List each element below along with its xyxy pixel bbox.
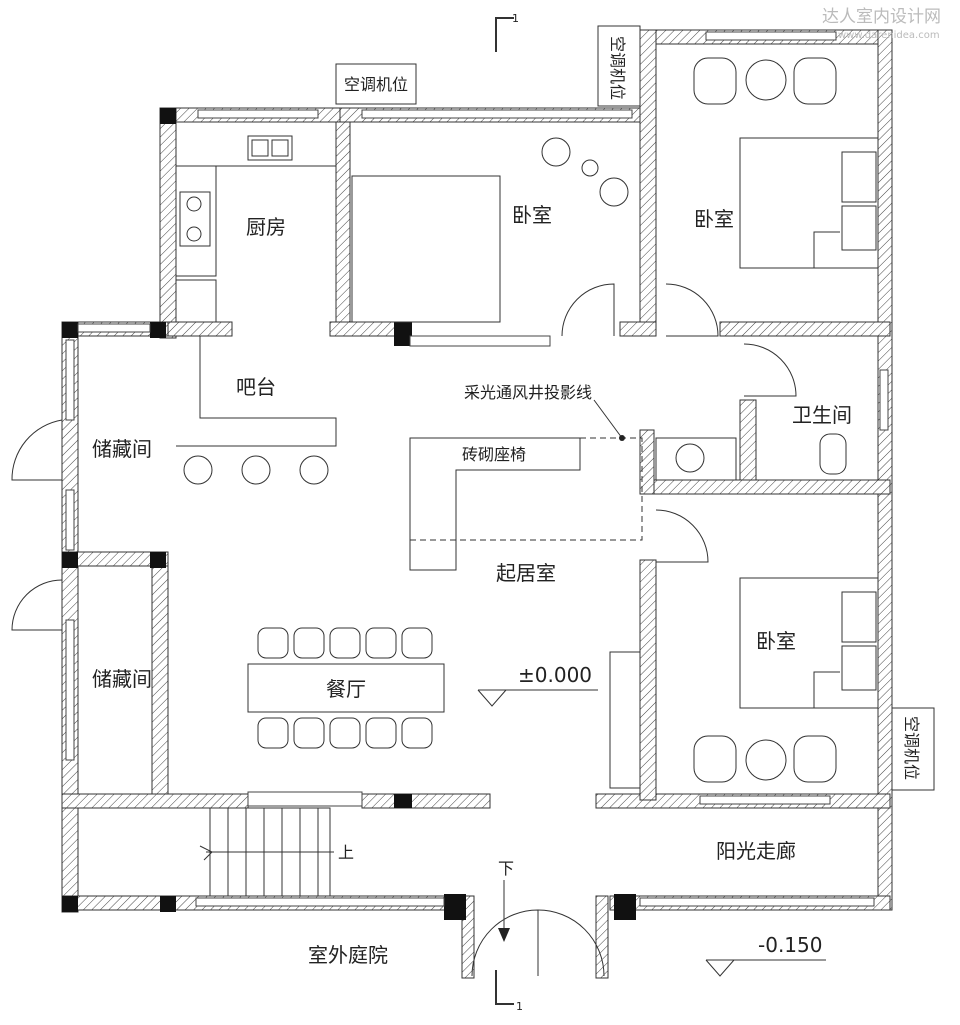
level-label-outside: -0.150 bbox=[758, 933, 822, 957]
columns bbox=[62, 108, 636, 920]
room-label-sun-corridor: 阳光走廊 bbox=[716, 839, 796, 863]
room-label-storage-top: 储藏间 bbox=[92, 437, 152, 461]
ac-unit-label-right: 空调机位 bbox=[902, 716, 921, 780]
section-marker-top bbox=[495, 17, 514, 52]
section-marker-bottom bbox=[495, 970, 514, 1005]
level-marker-main bbox=[477, 689, 598, 707]
room-label-bedroom-bottom-right: 卧室 bbox=[756, 629, 796, 653]
ac-unit-label-top-right: 空调机位 bbox=[608, 36, 627, 100]
room-label-bar: 吧台 bbox=[236, 375, 276, 399]
ac-unit-box-top-right bbox=[597, 25, 641, 107]
room-label-bedroom-top: 卧室 bbox=[512, 203, 552, 227]
section-marker-bottom-label: 1 bbox=[516, 1000, 523, 1013]
watermark-url: www.darenidea.com bbox=[838, 30, 940, 41]
stair-up-label: 上 bbox=[338, 843, 354, 862]
watermark-title: 达人室内设计网 bbox=[822, 7, 941, 27]
level-label-main: ±0.000 bbox=[518, 663, 592, 687]
room-label-storage-bottom: 储藏间 bbox=[92, 667, 152, 691]
brick-seat-label: 砖砌座椅 bbox=[462, 445, 526, 464]
level-marker-outside bbox=[705, 959, 826, 977]
section-marker-top-label: 1 bbox=[512, 12, 519, 25]
room-label-living-room: 起居室 bbox=[496, 561, 556, 585]
stair-down-label: 下 bbox=[498, 859, 514, 878]
light-well-label: 采光通风井投影线 bbox=[464, 383, 592, 402]
room-label-dining-room: 餐厅 bbox=[326, 677, 366, 701]
ac-unit-label-top: 空调机位 bbox=[344, 75, 408, 94]
room-label-courtyard: 室外庭院 bbox=[308, 943, 388, 967]
room-label-kitchen: 厨房 bbox=[246, 215, 286, 239]
ac-unit-box-right bbox=[891, 707, 935, 791]
doors bbox=[11, 283, 797, 977]
ac-unit-box-top bbox=[335, 63, 417, 105]
room-label-bedroom-top-right: 卧室 bbox=[694, 207, 734, 231]
windows bbox=[65, 31, 889, 907]
furniture bbox=[175, 57, 879, 942]
room-label-bathroom: 卫生间 bbox=[792, 403, 852, 427]
